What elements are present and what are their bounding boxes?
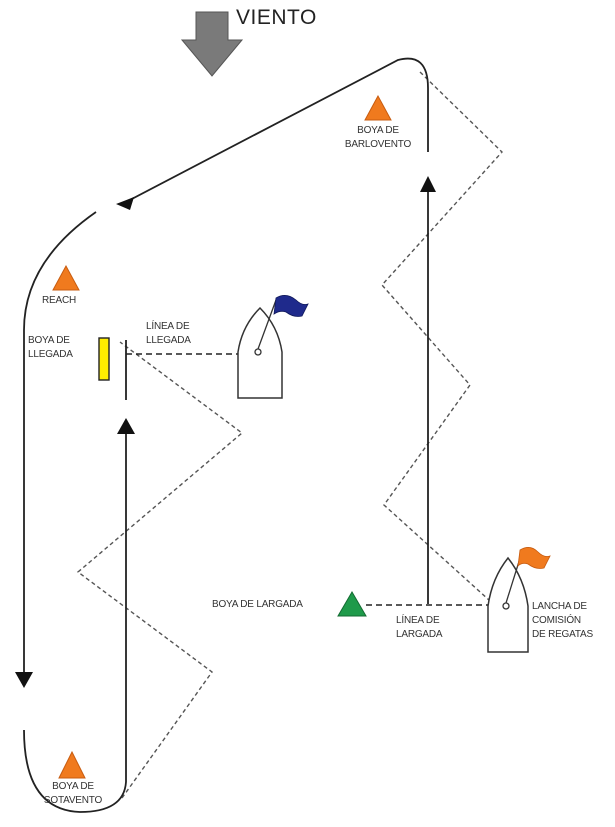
- finish-buoy-label-line2: LLEGADA: [28, 349, 73, 360]
- reach-mark-label: REACH: [42, 295, 77, 306]
- windward-mark-label-line2: BARLOVENTO: [344, 139, 412, 150]
- leeward-mark-label-line2: SOTAVENTO: [43, 795, 103, 806]
- arrowhead-run-icon: [116, 197, 134, 210]
- wind-arrow-icon: [180, 11, 244, 77]
- finish-buoy-icon: [98, 337, 110, 381]
- beat-path-left: [76, 341, 244, 799]
- windward-mark-icon: [364, 94, 392, 121]
- start-line-label-line1: LÍNEA DE: [396, 615, 440, 626]
- committee-boat-label-line2: COMISIÓN: [532, 615, 581, 626]
- leeward-mark-label-line1: BOYA DE: [52, 781, 94, 792]
- leeward-mark-label: BOYA DE SOTAVENTO: [34, 780, 112, 808]
- windward-mark-label: BOYA DE BARLOVENTO: [335, 124, 421, 152]
- course-path-leeward: [23, 432, 127, 813]
- orange-flag-icon: [517, 547, 551, 569]
- finish-buoy-label: BOYA DE LLEGADA: [28, 334, 73, 362]
- finish-boat: [237, 295, 309, 399]
- finish-buoy-label-line1: BOYA DE: [28, 335, 70, 346]
- start-line-label-line2: LARGADA: [396, 629, 443, 640]
- leeward-mark-icon: [58, 750, 86, 779]
- committee-boat-label-line3: DE REGATAS: [532, 629, 593, 640]
- start-line-label: LÍNEA DE LARGADA: [396, 614, 443, 642]
- finish-line-label-line2: LLEGADA: [146, 335, 191, 346]
- arrowhead-down-icon: [15, 672, 33, 688]
- committee-boat-label: LANCHA DE COMISIÓN DE REGATAS: [532, 600, 593, 642]
- arrowhead-upwind-icon: [420, 176, 436, 192]
- arrowhead-finish-icon: [117, 418, 135, 434]
- start-buoy-label: BOYA DE LARGADA: [212, 599, 303, 610]
- beat-path-right: [381, 71, 503, 611]
- reach-mark-icon: [52, 264, 80, 291]
- committee-boat-label-line1: LANCHA DE: [532, 601, 587, 612]
- start-buoy-icon: [337, 591, 367, 617]
- finish-line-label: LÍNEA DE LLEGADA: [146, 320, 191, 348]
- finish-line-label-line1: LÍNEA DE: [146, 321, 190, 332]
- course-path: [125, 57, 429, 203]
- course-path-reach: [23, 211, 97, 672]
- wind-label: VIENTO: [236, 6, 317, 29]
- windward-mark-label-line1: BOYA DE: [357, 125, 399, 136]
- committee-boat: [487, 547, 551, 653]
- blue-flag-icon: [273, 295, 309, 317]
